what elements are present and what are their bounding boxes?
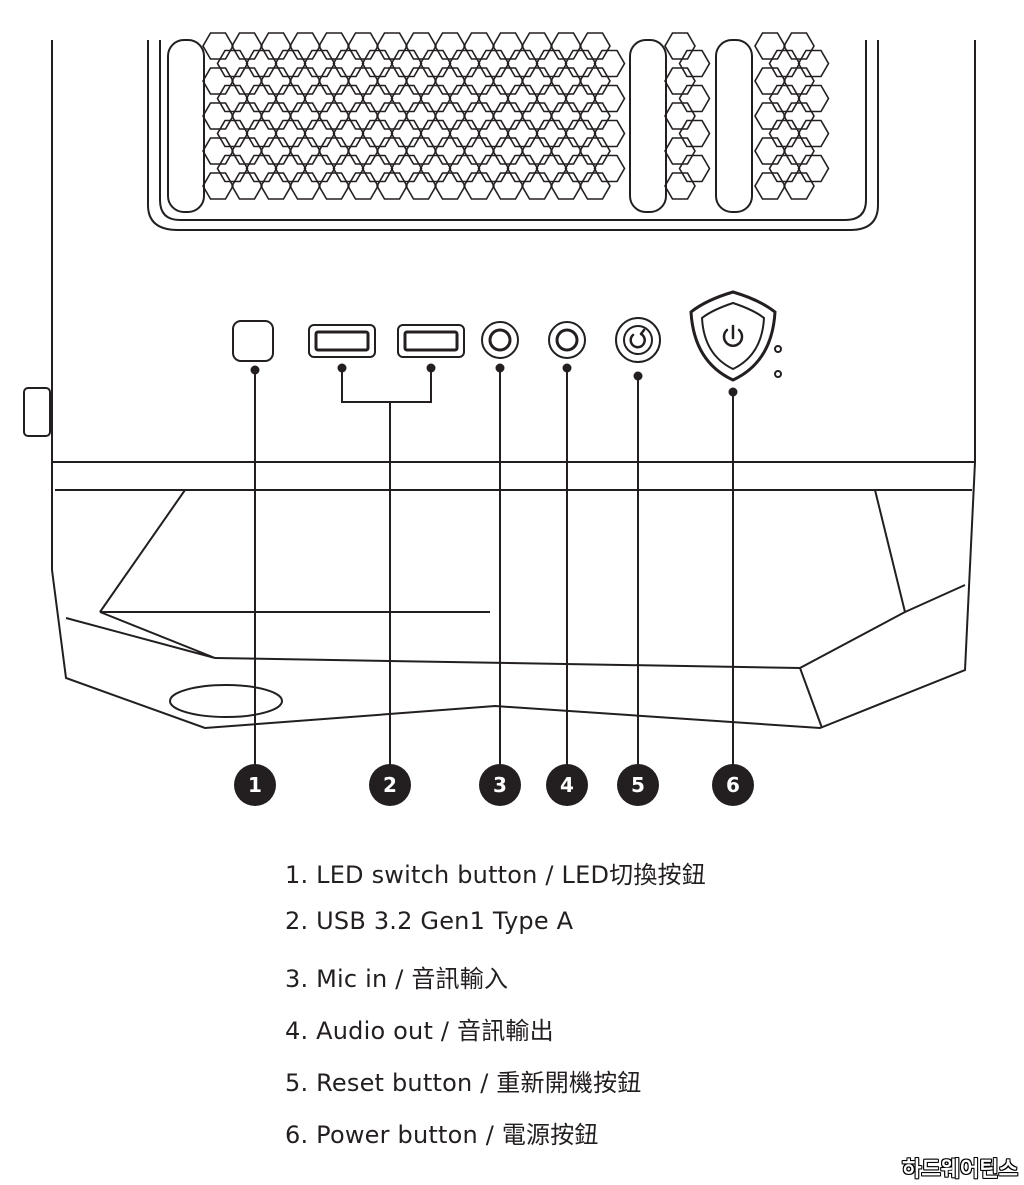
svg-text:6: 6 — [726, 773, 740, 797]
callout-badge-4: 4 — [546, 764, 588, 806]
led-switch-button — [232, 320, 274, 362]
power-button — [689, 290, 777, 382]
audio-jack — [548, 321, 586, 359]
legend-item-audio-out: 4. Audio out / 音訊輸出 — [285, 1017, 554, 1045]
usb-port-1 — [308, 324, 376, 358]
svg-text:5: 5 — [631, 773, 645, 797]
callout-badge-3: 3 — [479, 764, 521, 806]
legend-item-led-switch: 1. LED switch button / LED切換按鈕 — [285, 861, 706, 889]
svg-text:4: 4 — [560, 773, 574, 797]
case-outline — [51, 40, 976, 463]
power-icon — [722, 324, 744, 347]
bezel-facet-right — [798, 489, 966, 729]
callout-badge-1: 1 — [234, 764, 276, 806]
vent-inner-frame — [159, 40, 867, 221]
hex-pattern — [202, 32, 830, 200]
leader-lines — [254, 368, 734, 785]
bezel-facet-left — [65, 489, 490, 659]
vent-slot-left — [167, 39, 205, 213]
vent-frame — [147, 40, 879, 231]
legend-item-usb: 2. USB 3.2 Gen1 Type A — [285, 907, 574, 935]
legend-item-power: 6. Power button / 電源按鈕 — [285, 1121, 599, 1149]
bezel-lower-line — [214, 657, 801, 669]
vent-slot-right — [715, 39, 753, 213]
svg-text:1: 1 — [248, 773, 262, 797]
callout-badge-5: 5 — [617, 764, 659, 806]
reset-button — [615, 317, 661, 363]
callout-badge-2: 2 — [369, 764, 411, 806]
usb-port-2 — [397, 324, 465, 358]
legend-item-reset: 5. Reset button / 重新開機按鈕 — [285, 1069, 642, 1097]
svg-text:3: 3 — [493, 773, 507, 797]
side-latch — [23, 387, 51, 437]
mic-jack — [481, 321, 519, 359]
callout-badge-6: 6 — [712, 764, 754, 806]
logo-emblem — [169, 684, 283, 718]
svg-text:2: 2 — [383, 773, 397, 797]
port-legend: 1. LED switch button / LED切換按鈕 2. USB 3.… — [285, 855, 706, 1167]
callout-badges: 1 2 3 4 5 6 — [234, 764, 754, 806]
case-bottom-bezel — [51, 461, 976, 730]
legend-item-mic-in: 3. Mic in / 音訊輸入 — [285, 965, 509, 993]
reset-icon — [629, 328, 646, 349]
vent-slot-mid — [629, 39, 667, 213]
watermark: 하드웨어틴스 — [902, 1157, 1018, 1181]
